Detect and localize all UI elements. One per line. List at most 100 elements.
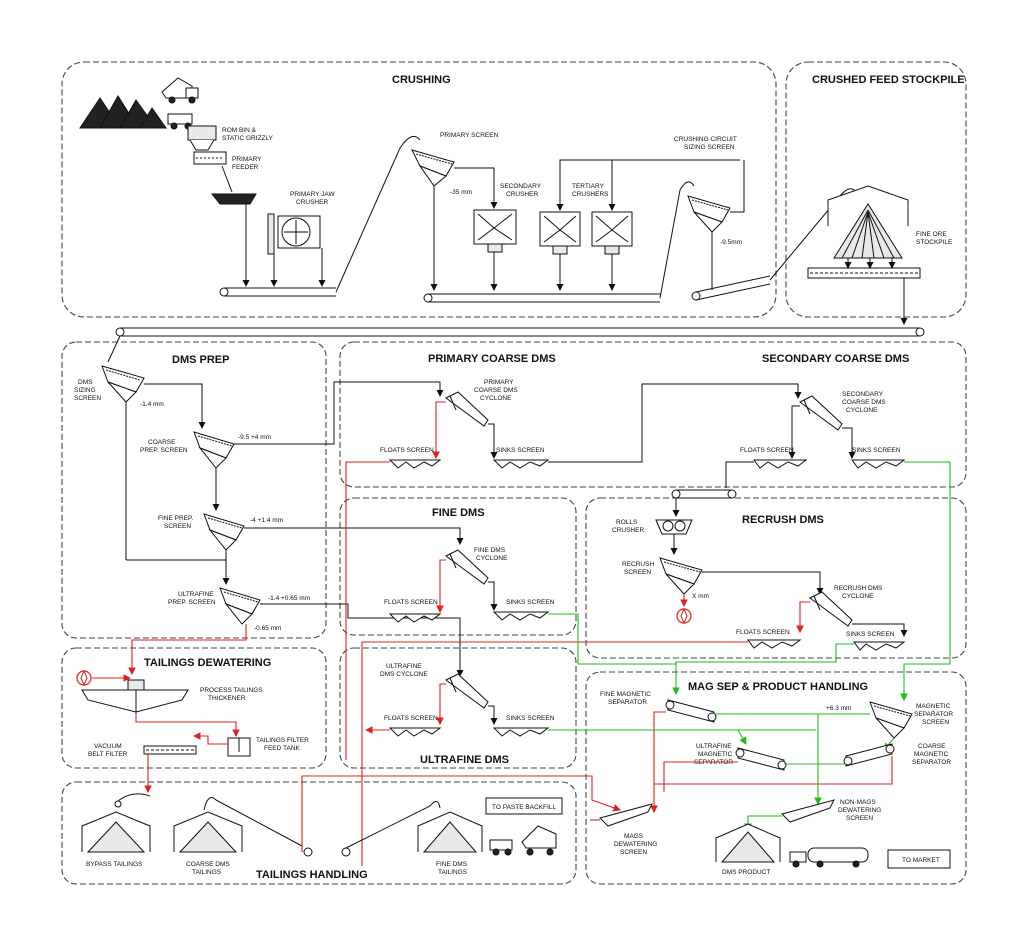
uf-floats-screen-icon: [388, 727, 442, 737]
uf-cyclone-label-2: DMS CYCLONE: [380, 671, 428, 678]
coarse-tailings-label: COARSE DMS: [186, 861, 230, 868]
pc-floats-screen-icon: [388, 459, 442, 469]
rc-sinks-screen-icon: [853, 641, 906, 651]
fine-floats-label: FLOATS SCREEN: [384, 599, 438, 606]
fine-dms-section: [339, 497, 577, 636]
grizzly-icon: [210, 193, 257, 205]
uf-cyclone-label: ULTRAFINE: [386, 663, 422, 670]
jaw-crusher-icon: [267, 213, 321, 255]
coarse-prep-label: COARSE: [148, 439, 176, 446]
sc-cyclone-label: SECONDARY: [842, 391, 884, 398]
ultrafine-prep-label-2: PREP. SCREEN: [168, 599, 216, 606]
primary-screen-icon: [411, 149, 455, 187]
dms-sizing-label: DMS: [78, 379, 93, 386]
crushing-conveyor-2: [423, 181, 695, 303]
rom-stockpile-icon: [79, 95, 167, 129]
tertiary-crusher-label-2: CRUSHERS: [572, 191, 609, 198]
dms-sizing-label-2: SIZING: [74, 387, 96, 394]
ultrafine-dms-title: ULTRAFINE DMS: [420, 754, 509, 766]
fine-tailings-conveyor: [341, 801, 441, 857]
bypass-tailings-shed-icon: [81, 811, 151, 853]
rc-cyclone-label: RECRUSH DMS: [834, 585, 883, 592]
ultrafine-mag-sep-icon: [735, 747, 787, 771]
coarse-prep-label-2: PREP. SCREEN: [140, 447, 188, 454]
stockpile-title: CRUSHED FEED STOCKPILE: [812, 74, 965, 86]
recrush-dms-section: [585, 497, 967, 659]
mags-label-3: SCREEN: [620, 849, 647, 856]
tertiary-crusher-1-icon: [539, 211, 581, 255]
sc-dms-cyclone-icon: [799, 395, 843, 431]
paste-backfill-label: TO PASTE BACKFILL: [492, 804, 556, 811]
sc-sinks-screen-icon: [851, 459, 906, 469]
fine-magnetic-separator-icon: [665, 699, 717, 723]
fine-prep-screen-icon: [203, 513, 245, 551]
mss-label-3: SCREEN: [922, 719, 949, 726]
recrush-screen-label-2: SCREEN: [624, 569, 651, 576]
cms-label-3: SEPARATOR: [912, 759, 951, 766]
fine-sinks-label: SINKS SCREEN: [506, 599, 555, 606]
ufms-label-2: MAGNETIC: [698, 751, 733, 758]
bypass-tailings-label: BYPASS TAILINGS: [86, 861, 143, 868]
sc-sinks-label: SINKS SCREEN: [852, 447, 901, 454]
mss-label: MAGNETIC: [916, 703, 951, 710]
sizing-screen-label-2: SIZING SCREEN: [684, 144, 735, 151]
pc-sinks-screen-icon: [492, 459, 550, 469]
rc-sinks-label: SINKS SCREEN: [846, 631, 895, 638]
primary-feeder-label: PRIMARY: [232, 156, 262, 163]
crushing-conveyor-1: [219, 135, 421, 297]
fine-cyclone-label: FINE DMS: [474, 547, 506, 554]
secondary-crusher-label-2: CRUSHER: [506, 191, 538, 198]
coarse-dms-section: [339, 341, 967, 488]
ufms-label: ULTRAFINE: [696, 743, 732, 750]
crushing-title: CRUSHING: [392, 74, 451, 86]
uf-dms-cyclone-icon: [445, 673, 489, 709]
recrush-pump-icon: [676, 607, 692, 625]
tailings-dewatering-title: TAILINGS DEWATERING: [144, 657, 271, 669]
size-95mm-label: -9.5mm: [720, 239, 742, 246]
reclaim-feeder-icon: [807, 267, 921, 279]
secondary-crusher-icon: [473, 209, 517, 253]
recrush-feed-conveyor: [671, 489, 737, 499]
fine-tailings-label: FINE DMS: [436, 861, 468, 868]
filter-feed-tank-icon: [227, 737, 251, 757]
recrush-screen-label: RECRUSH: [622, 561, 654, 568]
nonmag-dewatering-screen-icon: [781, 799, 835, 823]
product-truck-icon: [789, 847, 869, 868]
bypass-conveyor: [114, 793, 151, 808]
fine-tailings-shed-icon: [417, 811, 483, 853]
primary-screen-label: PRIMARY SCREEN: [440, 132, 499, 139]
nonmag-label: NON-MAGS: [840, 799, 876, 806]
stockpile-section: [785, 61, 967, 318]
uf-sinks-label: SINKS SCREEN: [506, 715, 555, 722]
rc-floats-label: FLOATS SCREEN: [736, 629, 790, 636]
vbf-label-2: BELT FILTER: [88, 751, 128, 758]
size-4-14-label: -4 +1.4 mm: [250, 517, 283, 524]
size-35mm-label: -35 mm: [450, 189, 472, 196]
thickener-icon: [81, 679, 189, 714]
size-14mm-label: -1.4 mm: [140, 401, 164, 408]
sc-cyclone-label-2: COARSE DMS: [842, 399, 886, 406]
thickener-label: PROCESS TAILINGS: [200, 687, 263, 694]
paste-backfill-box: [485, 797, 563, 815]
tailings-loader-icon: [489, 839, 513, 856]
primary-feeder-label-2: FEEDER: [232, 164, 259, 171]
tertiary-crusher-2-icon: [591, 211, 633, 255]
fine-floats-screen-icon: [388, 613, 442, 623]
mag-sep-section: [585, 671, 967, 885]
x-mm-label: X mm: [692, 593, 709, 600]
mags-dewatering-screen-icon: [599, 803, 653, 827]
size-065-label: -0.65 mm: [254, 625, 281, 632]
recrush-screen-icon: [659, 557, 703, 595]
vbf-label: VACUUM: [94, 743, 122, 750]
primary-coarse-title: PRIMARY COARSE DMS: [428, 353, 556, 365]
fine-tailings-label-2: TAILINGS: [438, 869, 468, 876]
rom-bin-icon: [187, 125, 217, 151]
pc-cyclone-label-3: CYCLONE: [480, 395, 512, 402]
dms-prep-title: DMS PREP: [172, 354, 229, 366]
pc-dms-cyclone-icon: [445, 391, 489, 427]
jaw-crusher-label: PRIMARY JAW: [290, 191, 336, 198]
dms-sizing-screen-icon: [101, 365, 145, 403]
plant-feed-conveyor: [107, 327, 925, 363]
tailings-handling-title: TAILINGS HANDLING: [256, 869, 368, 881]
fine-sinks-screen-icon: [492, 611, 550, 621]
